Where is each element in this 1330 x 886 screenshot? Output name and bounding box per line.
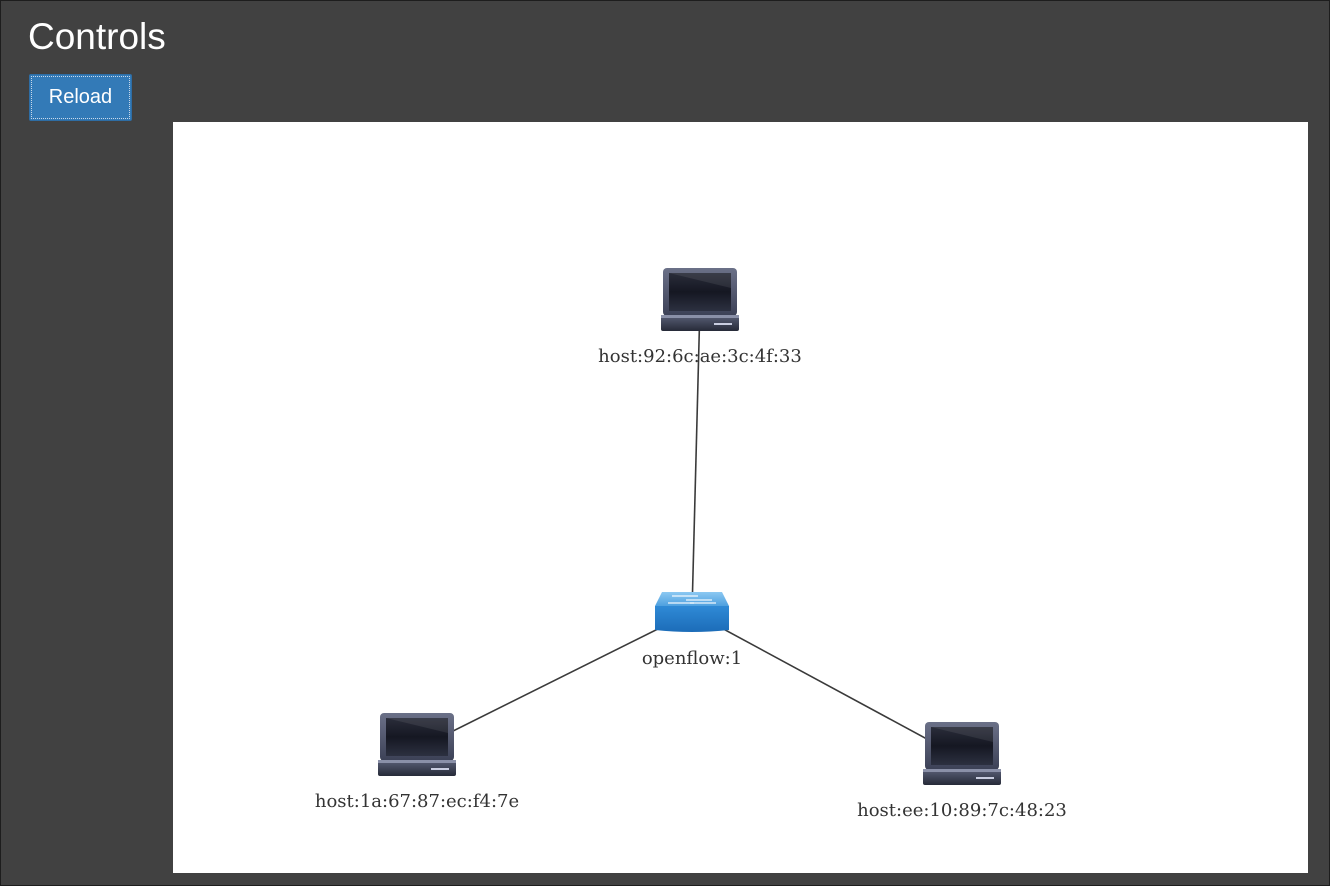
laptop-icon — [923, 722, 1001, 785]
topology-link — [691, 303, 701, 613]
nodes-layer: openflow:1 host:92:6c:ae:3c:4f:33 host:1a:… — [315, 268, 1067, 821]
laptop-icon — [378, 713, 456, 776]
topology-canvas[interactable]: openflow:1 host:92:6c:ae:3c:4f:33 host:1a:… — [173, 122, 1308, 873]
node-label: host:1a:67:87:ec:f4:7e — [315, 791, 519, 812]
links-layer — [416, 303, 963, 759]
topology-link — [691, 611, 963, 759]
switch-node[interactable]: openflow:1 — [642, 592, 742, 669]
node-label: openflow:1 — [642, 648, 742, 669]
topology-link — [416, 611, 693, 750]
topology-graph[interactable]: openflow:1 host:92:6c:ae:3c:4f:33 host:1a:… — [173, 122, 1308, 873]
host-node[interactable]: host:92:6c:ae:3c:4f:33 — [598, 268, 802, 367]
host-node[interactable]: host:1a:67:87:ec:f4:7e — [315, 713, 519, 812]
reload-button[interactable]: Reload — [29, 74, 132, 121]
node-label: host:ee:10:89:7c:48:23 — [857, 800, 1067, 821]
laptop-icon — [661, 268, 739, 331]
host-node[interactable]: host:ee:10:89:7c:48:23 — [857, 722, 1067, 821]
page-title: Controls — [28, 16, 166, 57]
node-label: host:92:6c:ae:3c:4f:33 — [598, 346, 802, 367]
network-switch-icon — [655, 592, 729, 632]
